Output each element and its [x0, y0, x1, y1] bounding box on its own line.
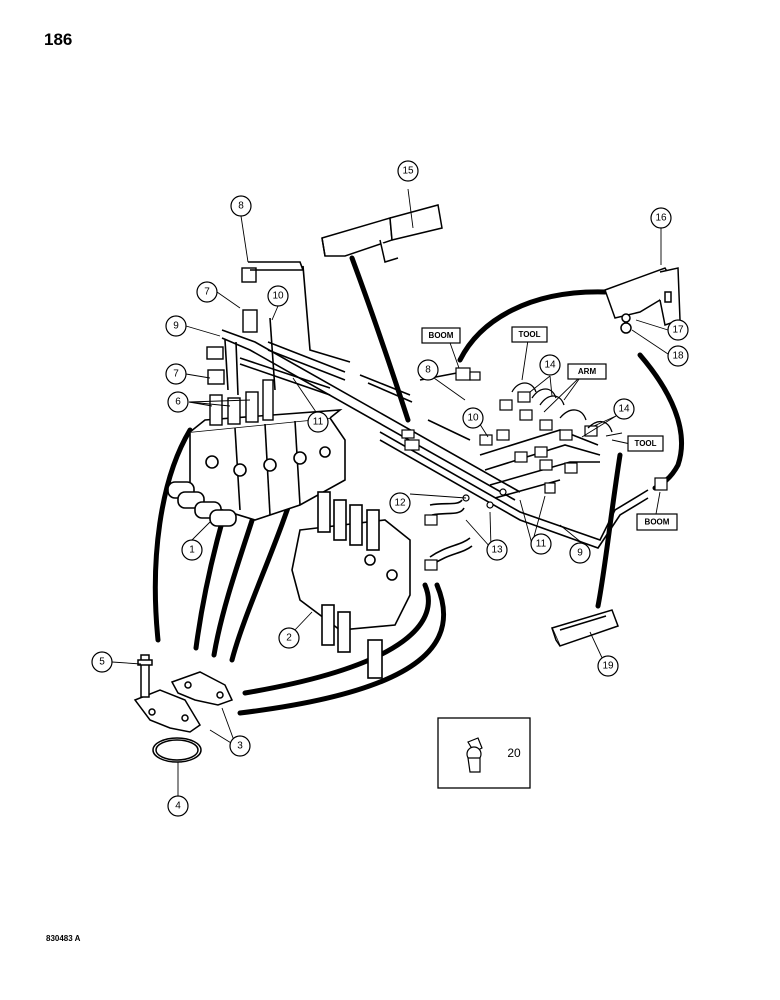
- routing-arrow: [457, 289, 608, 363]
- routing-arrow: [595, 452, 623, 609]
- svg-text:16: 16: [655, 213, 667, 224]
- callout-3: 3: [229, 735, 251, 757]
- callout-6: 6: [167, 391, 189, 413]
- svg-text:11: 11: [536, 539, 547, 550]
- hose-ends: [424, 514, 438, 571]
- callout-8a: 8: [230, 195, 252, 217]
- svg-text:7: 7: [173, 369, 179, 380]
- svg-text:4: 4: [175, 801, 181, 812]
- svg-text:12: 12: [394, 498, 406, 509]
- svg-text:10: 10: [272, 291, 284, 302]
- routing-arrow: [349, 255, 411, 423]
- svg-text:BOOM: BOOM: [429, 331, 454, 340]
- svg-text:19: 19: [602, 661, 614, 672]
- hose-bracket-lower: [550, 609, 619, 647]
- tag-boom-lower: BOOM: [636, 513, 678, 531]
- svg-text:BOOM: BOOM: [645, 518, 670, 527]
- hose-loops: [511, 382, 613, 433]
- detail-number: 20: [507, 746, 521, 760]
- callout-17: 17: [667, 319, 689, 341]
- svg-text:17: 17: [672, 325, 684, 336]
- svg-text:14: 14: [618, 404, 630, 415]
- routing-arrow: [237, 582, 447, 716]
- callout-13: 13: [486, 539, 508, 561]
- svg-text:2: 2: [286, 633, 292, 644]
- callout-10b: 10: [462, 407, 484, 429]
- callout-14b: 14: [613, 398, 635, 420]
- svg-text:1: 1: [189, 545, 195, 556]
- tag-tool-upper: TOOL: [511, 326, 548, 343]
- svg-text:9: 9: [577, 548, 583, 559]
- control-valve-bank: [167, 409, 346, 527]
- callout-16: 16: [650, 207, 672, 229]
- callout-8b: 8: [417, 359, 439, 381]
- callout-4: 4: [167, 795, 189, 817]
- loader-control-valve: [291, 491, 411, 679]
- routing-arrow: [637, 352, 684, 491]
- svg-text:5: 5: [99, 657, 105, 668]
- callout-2: 2: [278, 627, 300, 649]
- svg-text:11: 11: [313, 417, 324, 428]
- routing-arrows: [152, 255, 684, 716]
- callout-7b: 7: [165, 363, 187, 385]
- callout-1: 1: [181, 539, 203, 561]
- callout-15: 15: [397, 160, 419, 182]
- spool-end: [209, 509, 237, 527]
- callout-11a: 11: [307, 411, 329, 433]
- hose-bracket-right: [604, 267, 681, 334]
- svg-text:6: 6: [175, 397, 181, 408]
- leader-lines: [111, 188, 669, 796]
- clip-detail: [466, 737, 483, 773]
- routing-arrow: [242, 582, 431, 696]
- svg-text:13: 13: [491, 545, 503, 556]
- valve-fittings: [206, 267, 274, 426]
- svg-text:ARM: ARM: [578, 367, 597, 376]
- figure-code: 830483 A: [46, 934, 81, 943]
- callout-19: 19: [597, 655, 619, 677]
- callout-7a: 7: [196, 281, 218, 303]
- callout-9a: 9: [165, 315, 187, 337]
- callout-9b: 9: [569, 542, 591, 564]
- function-tags: BOOM TOOL ARM TOOL BOOM: [421, 326, 678, 531]
- hose-bracket-upper: [321, 204, 443, 263]
- svg-text:14: 14: [544, 360, 556, 371]
- capscrew: [140, 654, 150, 698]
- svg-text:18: 18: [672, 351, 684, 362]
- svg-text:3: 3: [237, 741, 243, 752]
- svg-text:15: 15: [402, 166, 414, 177]
- callout-11b: 11: [530, 533, 552, 555]
- callouts: 1 2 3 4 5 6 7 7 8 8 9 9 10 10 11 11 12 1…: [91, 160, 689, 817]
- tag-boom-upper: BOOM: [421, 327, 461, 344]
- callout-14a: 14: [539, 354, 561, 376]
- svg-text:8: 8: [238, 201, 244, 212]
- tag-tool-right: TOOL: [627, 435, 664, 452]
- callout-5: 5: [91, 651, 113, 673]
- flange-assembly: [133, 654, 234, 763]
- page-number: 186: [44, 30, 73, 49]
- svg-text:TOOL: TOOL: [518, 330, 540, 339]
- callout-12: 12: [389, 492, 411, 514]
- svg-text:TOOL: TOOL: [634, 439, 656, 448]
- tag-arm: ARM: [567, 363, 607, 380]
- svg-text:10: 10: [467, 413, 479, 424]
- callout-10a: 10: [267, 285, 289, 307]
- svg-text:9: 9: [173, 321, 179, 332]
- routing-arrow: [152, 427, 193, 643]
- svg-text:7: 7: [204, 287, 210, 298]
- detail-inset: 20: [437, 717, 531, 789]
- svg-text:8: 8: [425, 365, 431, 376]
- callout-18: 18: [667, 345, 689, 367]
